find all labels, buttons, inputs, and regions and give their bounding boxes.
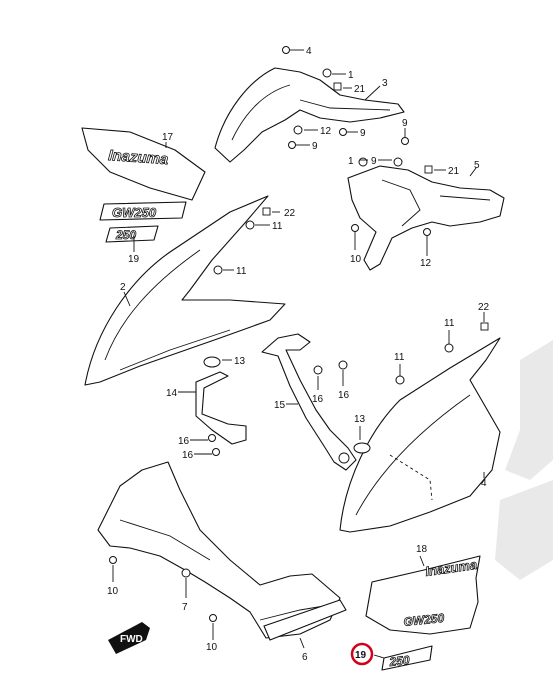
callout-11: 11 [272,221,283,232]
callout-21: 21 [354,84,366,95]
callout-labels: 4 1 21 3 12 9 9 9 1 9 21 5 10 12 17 19 2… [107,46,490,663]
callout-9: 10 [350,254,362,265]
fwd-label: FWD [120,634,143,645]
callout-19-highlighted: 19 [355,650,367,661]
callout-4: 4 [481,478,487,489]
side-cowl-part-2 [84,195,286,386]
callout-11: 11 [444,318,455,329]
number-decal-text-lower: 250 [388,653,411,669]
callout-12: 12 [320,126,332,137]
callout-7: 7 [182,602,188,613]
decal-part-17: Inazuma [81,127,206,201]
callout-5: 5 [474,160,480,171]
decal-script-text-17: Inazuma [108,147,169,168]
callout-18: 18 [416,544,428,555]
leader-lines [112,49,485,659]
reference-boxes [262,82,489,331]
callout-1: 1 [348,70,354,81]
callout-15: 15 [274,400,286,411]
callout-16: 16 [182,450,194,461]
model-decal: GW250 [99,201,187,221]
bracket-part-15 [261,333,357,471]
side-panel-part-4 [339,337,501,533]
grommet-part-13 [203,356,371,454]
callout-9: 9 [360,128,366,139]
callout-11: 11 [236,266,247,277]
callout-22: 22 [478,302,490,313]
watermark-logo [495,340,553,580]
callout-1: 1 [348,156,354,167]
inner-panel-part-5 [347,165,505,271]
bracket-part-14 [195,371,247,445]
callout-8: 9 [371,156,377,167]
fwd-arrow: FWD [108,622,150,654]
callout-13: 13 [354,414,366,425]
callout-13: 13 [234,356,246,367]
number-decal-part-19-lower: 250 [381,645,433,671]
callout-8: 4 [306,46,312,57]
number-decal-part-19-upper: 250 [105,225,159,243]
callout-3: 3 [382,78,388,89]
number-decal-text-upper: 250 [115,228,136,242]
lower-model-decal-text: GW250 [403,611,445,629]
callout-2: 2 [120,282,126,293]
highlight-callout-19: 19 [350,642,374,666]
callout-21: 21 [448,166,460,177]
decal-part-18: Inazuma GW250 [365,555,481,635]
meter-panel-part-3 [214,67,405,163]
callout-9: 9 [312,141,318,152]
callout-16: 16 [312,394,324,405]
under-cowl-part-6 [97,461,347,641]
callout-9: 9 [402,118,408,129]
callout-14: 14 [166,388,178,399]
callout-17: 17 [162,132,174,143]
callout-10: 10 [107,586,119,597]
callout-12: 12 [420,258,432,269]
callout-11: 11 [394,352,405,363]
callout-6: 6 [302,652,308,663]
callout-10: 10 [206,642,218,653]
model-decal-text: GW250 [112,205,157,220]
callout-19: 19 [128,254,140,265]
callout-22: 22 [284,208,296,219]
callout-16: 16 [338,390,350,401]
callout-16: 16 [178,436,190,447]
